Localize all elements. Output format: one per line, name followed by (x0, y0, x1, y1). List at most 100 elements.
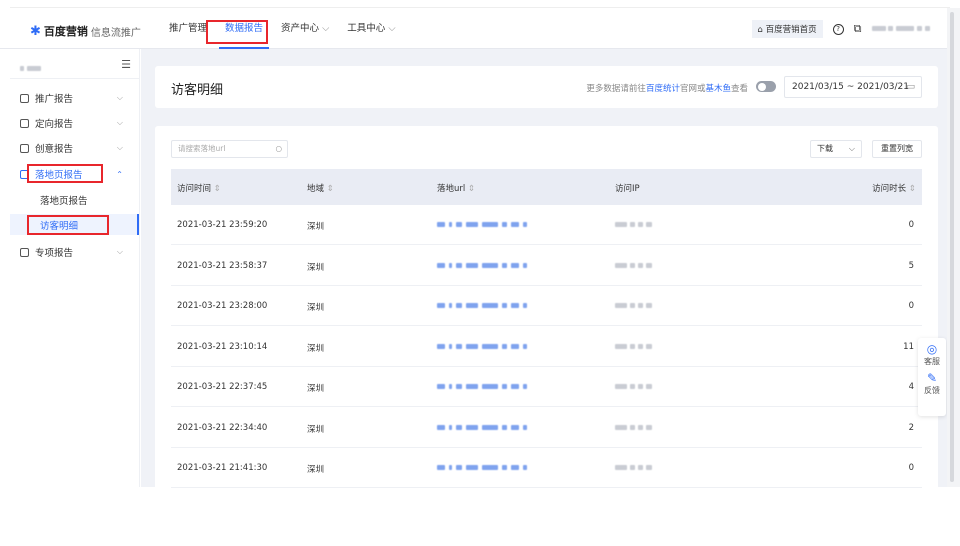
sidebar: ☰ 推广报告 ⌵ 定向报告⌵ 创意报告 ⌵ 落地页报告 ⌃ 落地页报告 访客明细 专项… (0, 49, 140, 487)
table-row: 2021-03-21 22:34:40 深圳 2 (171, 408, 922, 448)
region: 深圳 (307, 384, 325, 394)
brand-name: 百度营销 (43, 25, 88, 38)
home-button[interactable]: ⌂ 百度营销首页 (751, 20, 823, 38)
landing-url-link[interactable] (437, 423, 531, 433)
landing-url-link[interactable] (437, 382, 531, 392)
page-title: 访客明细 (171, 83, 224, 98)
date-range-picker[interactable]: 2021/03/15 ~ 2021/03/21▭ (784, 76, 922, 98)
sidebar-item-targeting-report[interactable]: 定向报告⌵ (20, 113, 127, 133)
top-nav: ✱ 百度营销 信息流推广 推广管理 数据报告 资产中心 ⌵ 工具中心 ⌵ ⌂ 百… (0, 8, 960, 49)
table-row: 2021-03-21 23:10:14 深圳 11 (171, 327, 922, 367)
table-row: 2021-03-21 23:59:20 深圳 0 (171, 205, 922, 245)
column-header-duration[interactable]: 访问时长 ⇕ (872, 182, 916, 194)
sidebar-label: 创意报告 (35, 144, 74, 155)
home-button-label: 百度营销首页 (765, 25, 817, 35)
visit-time: 2021-03-21 22:37:45 (177, 382, 268, 392)
search-input[interactable]: 请搜索落地url ○ (171, 140, 288, 158)
calendar-icon: ▭ (906, 82, 915, 92)
menu-assets[interactable]: 资产中心 ⌵ (272, 8, 338, 49)
chevron-up-icon: ⌃ (116, 169, 123, 179)
column-header-url[interactable]: 落地url ⇕ (437, 182, 475, 194)
chevron-down-icon: ⌵ (116, 118, 123, 127)
visitor-ip (615, 463, 655, 473)
chevron-down-icon: ⌵ (116, 143, 123, 152)
sidebar-label: 落地页报告 (35, 170, 83, 181)
visitor-ip (615, 382, 655, 392)
region: 深圳 (307, 424, 325, 435)
visit-duration: 2 (908, 422, 914, 433)
sidebar-item-promotion-report[interactable]: 推广报告 ⌵ (20, 88, 127, 108)
download-label: 下载 (817, 144, 833, 153)
reset-column-width-button[interactable]: 重置列宽 (872, 140, 922, 158)
sort-icon[interactable]: ⇕ (326, 184, 334, 194)
landing-url-link[interactable] (437, 261, 531, 271)
visit-duration: 0 (908, 301, 914, 311)
chevron-down-icon: ⌵ (116, 93, 123, 102)
chevron-down-icon: ⌵ (848, 144, 855, 153)
header-label: 访问时间 (177, 184, 212, 194)
region: 深圳 (307, 303, 325, 313)
copy-icon[interactable]: ⧉ (853, 22, 862, 35)
chevron-down-icon: ⌵ (116, 247, 123, 256)
header-label: 地域 (307, 184, 325, 194)
jimuyu-link[interactable]: 基木鱼 (705, 84, 731, 94)
account-name (20, 64, 41, 74)
special-icon (20, 247, 29, 257)
collapse-menu-icon[interactable]: ☰ (121, 58, 131, 71)
landing-url-link[interactable] (437, 342, 531, 352)
sidebar-subitem-visitor-detail-label[interactable]: 访客明细 (40, 215, 127, 235)
search-icon: ○ (275, 144, 282, 153)
sidebar-subitem-visitor-detail[interactable] (10, 214, 139, 235)
headset-icon: ◎ (926, 342, 938, 356)
toggle-switch[interactable] (756, 81, 776, 92)
stats-hint: 更多数据请前往百度统计官网或基木鱼查看 (586, 82, 748, 94)
creative-icon (20, 143, 29, 153)
menu-promotion[interactable]: 推广管理 (169, 23, 208, 34)
sort-icon[interactable]: ⇕ (213, 184, 221, 194)
menu-tools-label: 工具中心 (347, 23, 386, 34)
visit-time: 2021-03-21 21:41:30 (177, 463, 268, 473)
sidebar-label: 专项报告 (35, 248, 74, 259)
visitor-ip (615, 261, 655, 271)
menu-tools[interactable]: 工具中心 ⌵ (338, 8, 404, 49)
chevron-down-icon: ⌵ (388, 23, 396, 34)
page-scrollbar[interactable] (947, 8, 960, 487)
sidebar-item-creative-report[interactable]: 创意报告 ⌵ (20, 138, 127, 158)
highlight-box (27, 215, 109, 235)
sort-icon[interactable]: ⇕ (908, 184, 916, 194)
header-label: 落地url (437, 184, 466, 194)
highlight-box (206, 20, 268, 44)
region: 深圳 (307, 465, 325, 475)
visit-time: 2021-03-21 22:34:40 (177, 422, 268, 433)
sidebar-subitem-landing-report[interactable]: 落地页报告 (40, 190, 127, 210)
feedback-button[interactable]: ✎反馈 (918, 367, 946, 396)
help-icon[interactable]: ? (832, 23, 844, 35)
customer-service-button[interactable]: ◎客服 (918, 338, 946, 367)
table-card: 请搜索落地url ○ 下载 ⌵ 重置列宽 访问时间 ⇕ 地域 ⇕ 落地url ⇕ 访… (155, 126, 938, 546)
main-content: 访客明细 更多数据请前往百度统计官网或基木鱼查看 2021/03/15 ~ 20… (141, 49, 960, 546)
download-dropdown[interactable]: 下载 ⌵ (810, 140, 862, 158)
landing-url-link[interactable] (437, 463, 531, 473)
visit-duration: 0 (908, 220, 914, 230)
visit-duration: 4 (908, 382, 914, 392)
logo[interactable]: ✱ 百度营销 信息流推广 (30, 23, 141, 39)
sidebar-label: 访客明细 (40, 221, 79, 232)
column-header-time[interactable]: 访问时间 ⇕ (177, 182, 221, 194)
user-account[interactable] (871, 24, 930, 34)
menu-data-report[interactable]: 数据报告 (216, 8, 272, 49)
visit-duration: 0 (908, 463, 914, 473)
landing-url-link[interactable] (437, 220, 531, 230)
sidebar-label: 推广报告 (35, 94, 74, 105)
hint-text: 查看 (730, 84, 748, 94)
table-row: 2021-03-21 23:28:00 深圳 0 (171, 286, 922, 326)
baidu-stats-link[interactable]: 百度统计 (645, 84, 680, 94)
column-header-region[interactable]: 地域 ⇕ (307, 182, 334, 194)
sidebar-item-special-report[interactable]: 专项报告 ⌵ (20, 242, 127, 262)
visit-time: 2021-03-21 23:59:20 (177, 220, 268, 230)
sort-icon[interactable]: ⇕ (467, 184, 476, 194)
search-placeholder: 请搜索落地url (178, 144, 226, 153)
visit-time: 2021-03-21 23:58:37 (177, 260, 268, 271)
floating-tools: ◎客服 ✎反馈 (918, 338, 946, 416)
product-name: 信息流推广 (90, 27, 141, 39)
landing-url-link[interactable] (437, 301, 531, 311)
